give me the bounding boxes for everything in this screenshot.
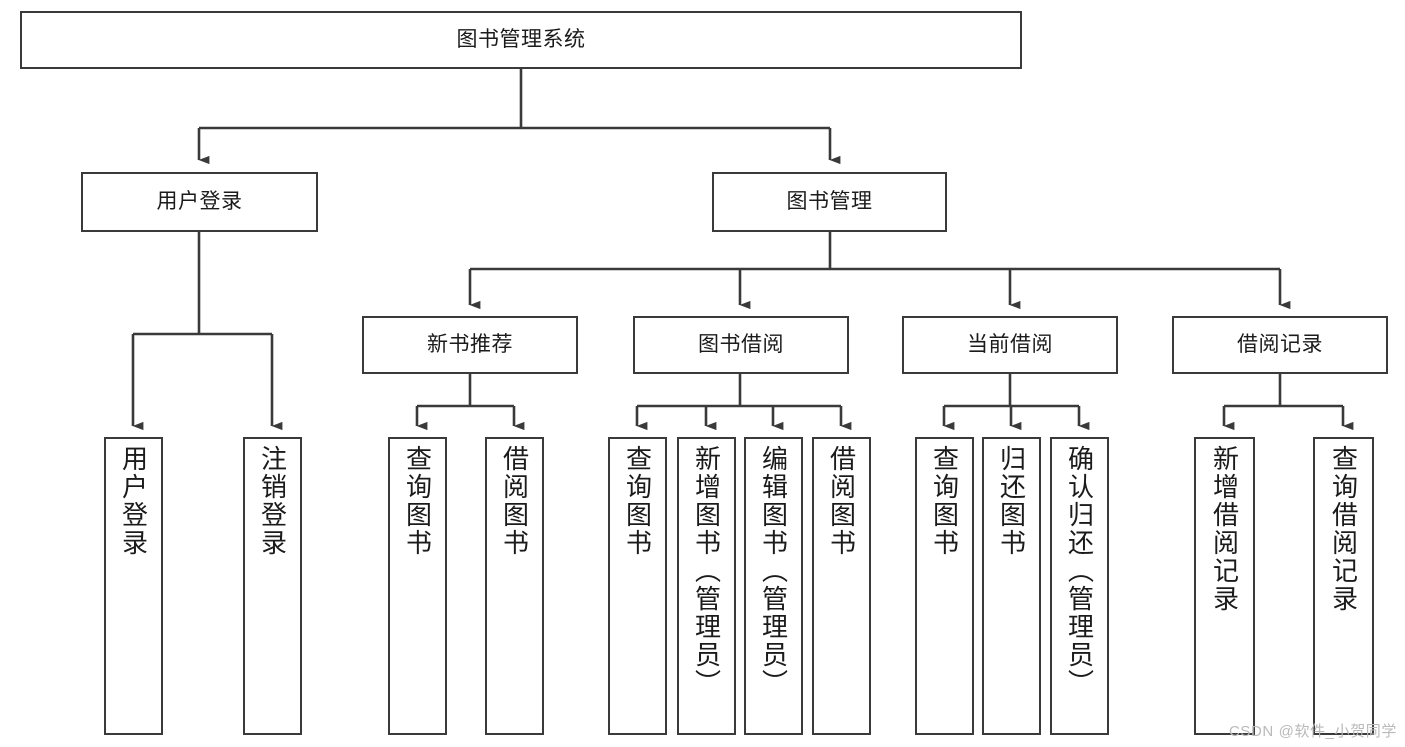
node-current-borrow[interactable]: 当前借阅 [902,316,1118,374]
leaf-query-book-recommend-label: 查询图书 [402,445,433,557]
node-borrow-record[interactable]: 借阅记录 [1172,316,1388,374]
leaf-borrow-book-label: 借阅图书 [826,445,857,557]
node-book-borrow-label: 图书借阅 [698,333,784,357]
node-book-manage[interactable]: 图书管理 [712,172,947,232]
leaf-query-book-current[interactable]: 查询图书 [915,437,974,735]
node-user-login[interactable]: 用户登录 [81,172,318,232]
node-current-borrow-label: 当前借阅 [967,333,1053,357]
leaf-confirm-return[interactable]: 确认归还（管理员） [1050,437,1109,735]
node-borrow-record-label: 借阅记录 [1237,333,1323,357]
leaf-confirm-return-label: 确认归还（管理员） [1064,445,1095,697]
leaf-borrow-book[interactable]: 借阅图书 [812,437,871,735]
leaf-return-book-label: 归还图书 [996,445,1027,557]
leaf-query-borrow-record-label: 查询借阅记录 [1328,445,1359,613]
leaf-borrow-book-recommend[interactable]: 借阅图书 [485,437,544,735]
leaf-user-login-label: 用户登录 [118,445,149,557]
leaf-add-borrow-record[interactable]: 新增借阅记录 [1194,437,1255,735]
node-new-book-recommend[interactable]: 新书推荐 [362,316,578,374]
leaf-borrow-book-recommend-label: 借阅图书 [499,445,530,557]
node-book-manage-label: 图书管理 [786,190,873,214]
leaf-query-book-borrow[interactable]: 查询图书 [608,437,667,735]
leaf-add-book-label: 新增图书（管理员） [691,445,722,697]
leaf-query-book-borrow-label: 查询图书 [622,445,653,557]
leaf-query-borrow-record[interactable]: 查询借阅记录 [1313,437,1374,735]
leaf-edit-book-label: 编辑图书（管理员） [758,445,789,697]
csdn-watermark: CSDN @软件_小贺同学 [1228,723,1397,740]
node-user-login-label: 用户登录 [156,190,243,214]
leaf-query-book-recommend[interactable]: 查询图书 [388,437,447,735]
node-new-book-recommend-label: 新书推荐 [427,333,513,357]
leaf-edit-book[interactable]: 编辑图书（管理员） [744,437,803,735]
leaf-query-book-current-label: 查询图书 [929,445,960,557]
leaf-add-borrow-record-label: 新增借阅记录 [1209,445,1240,613]
node-root[interactable]: 图书管理系统 [20,11,1022,69]
leaf-user-login[interactable]: 用户登录 [104,437,163,735]
node-root-label: 图书管理系统 [456,28,586,52]
leaf-logout[interactable]: 注销登录 [243,437,302,735]
leaf-return-book[interactable]: 归还图书 [982,437,1041,735]
leaf-logout-label: 注销登录 [257,445,288,557]
node-book-borrow[interactable]: 图书借阅 [633,316,849,374]
leaf-add-book[interactable]: 新增图书（管理员） [677,437,736,735]
